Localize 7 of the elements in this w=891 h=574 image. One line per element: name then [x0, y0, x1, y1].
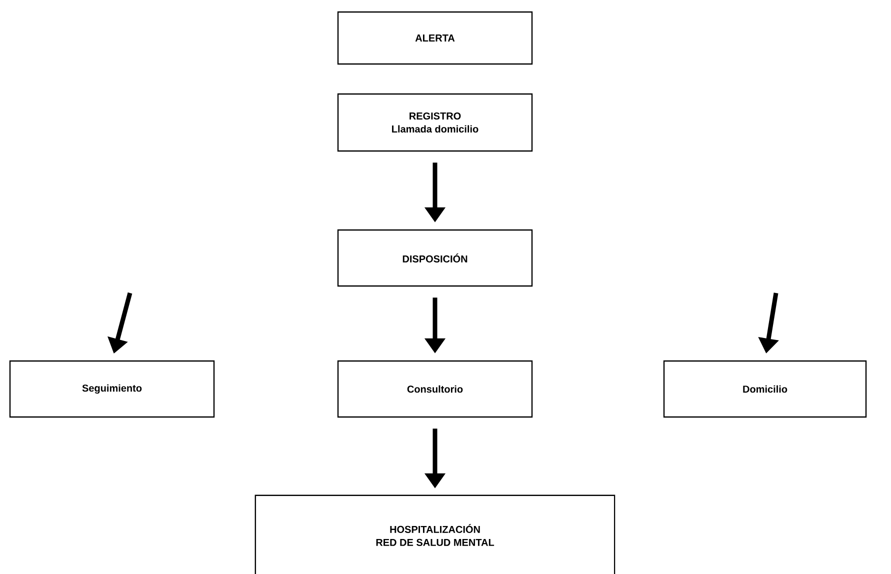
process-box: Consultorio: [337, 360, 533, 418]
process-box: DISPOSICIÓN: [337, 229, 533, 287]
process-box: Domicilio: [663, 360, 867, 418]
process-box: REGISTRO Llamada domicilio: [337, 93, 533, 152]
process-box: Seguimiento: [9, 360, 215, 418]
process-box: ALERTA: [337, 11, 533, 65]
process-box: HOSPITALIZACIÓN RED DE SALUD MENTAL: [254, 494, 616, 574]
